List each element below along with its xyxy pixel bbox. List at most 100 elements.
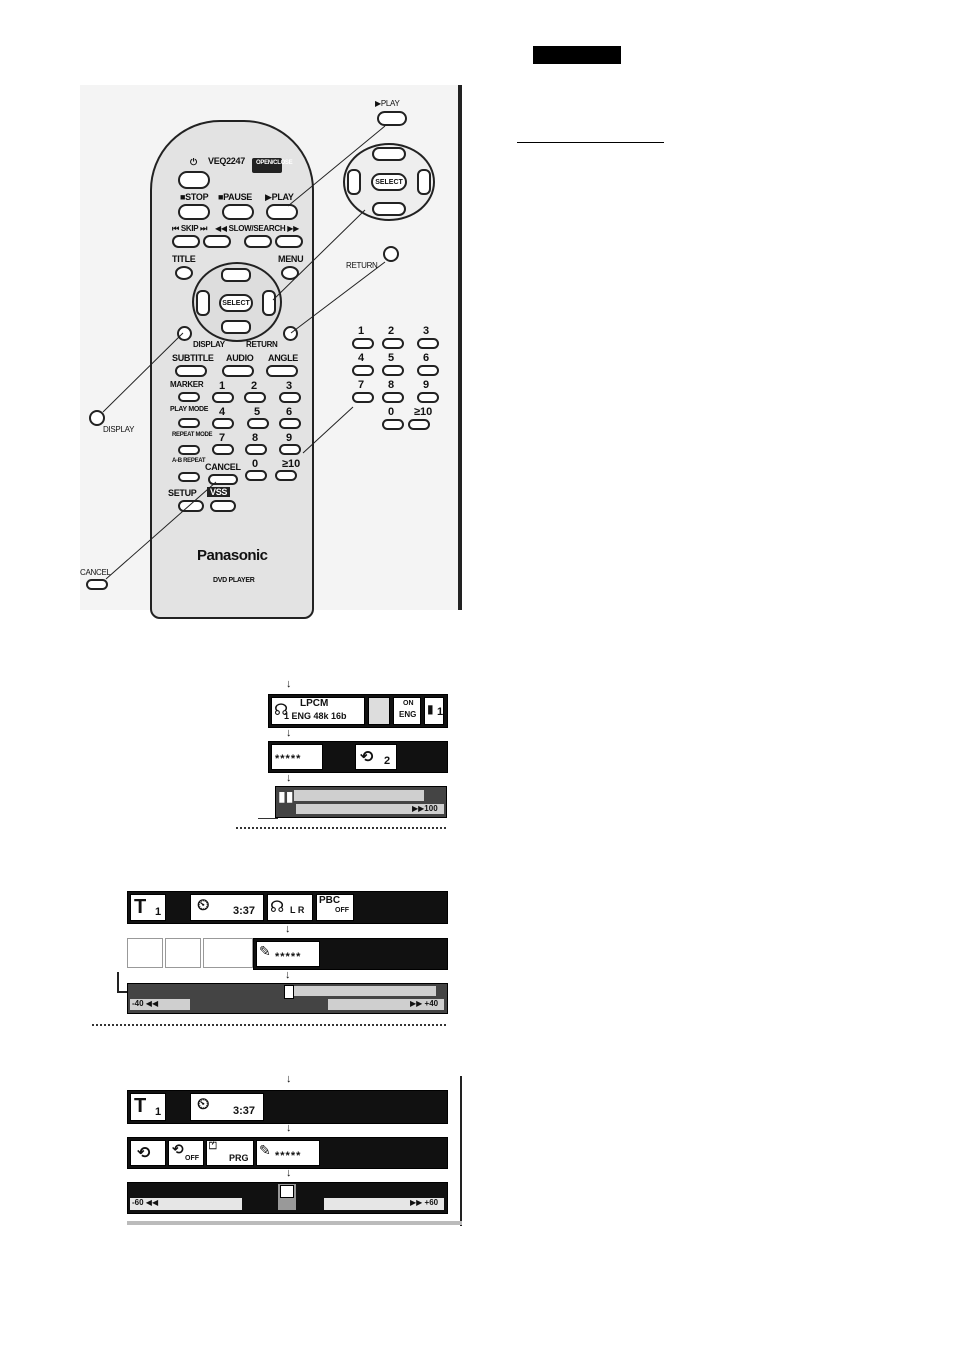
callout-key-10[interactable]	[382, 419, 404, 430]
pin-icon: ✎	[259, 1142, 271, 1158]
play-button[interactable]	[266, 204, 298, 220]
callout-display-button[interactable]	[89, 410, 105, 426]
osd1-stars-cell: *****	[271, 744, 323, 770]
remote-key-6[interactable]	[279, 418, 301, 429]
callout-dpad-right[interactable]	[417, 169, 431, 195]
osd3-stars: *****	[275, 1150, 302, 1162]
dpad-right-button[interactable]	[262, 290, 276, 316]
clock-icon: ⏲	[197, 897, 210, 914]
callout-key-1[interactable]	[352, 338, 374, 349]
osd1-angle-cell: ▮ 1	[424, 697, 444, 725]
model-label: VEQ2247	[208, 156, 245, 166]
remote-key-4[interactable]	[212, 418, 234, 429]
osd1-underline	[258, 818, 278, 819]
osd2-title-num: 1	[155, 906, 162, 918]
remote-key-8[interactable]	[245, 444, 267, 455]
osd1-angle-num: 1	[437, 706, 444, 718]
remote-key-2[interactable]	[244, 392, 266, 403]
callout-return-button[interactable]	[383, 246, 399, 262]
osd1-progress-top	[294, 790, 424, 801]
osd1-audio-detail: 1 ENG 48k 16b	[284, 711, 347, 721]
vss-button[interactable]	[210, 500, 236, 512]
callout-key-6[interactable]	[417, 365, 439, 376]
select-button[interactable]: SELECT	[219, 294, 253, 312]
callout-key-4[interactable]	[352, 365, 374, 376]
osd3-time: 3:37	[233, 1105, 256, 1117]
angle-button[interactable]	[266, 365, 298, 377]
search-forward-button[interactable]	[275, 235, 303, 248]
callout-key-8[interactable]	[382, 392, 404, 403]
callout-key-5[interactable]	[382, 365, 404, 376]
open-close-button[interactable]	[252, 158, 282, 173]
remote-key-10[interactable]	[245, 470, 267, 481]
osd1-row-2: ***** ⟲ 2	[268, 741, 448, 773]
pause-button[interactable]	[222, 204, 254, 220]
osd3-bottom-rule	[127, 1221, 462, 1225]
remote-key-9[interactable]	[279, 444, 301, 455]
ab-repeat-button[interactable]	[178, 472, 200, 482]
remote-key-3[interactable]	[279, 392, 301, 403]
callout-key-label: 7	[358, 379, 365, 391]
osd1-repeat-num: 2	[384, 755, 391, 767]
skip-forward-button[interactable]	[203, 235, 231, 248]
divider-2	[92, 1024, 446, 1026]
callout-key-label: ≥10	[414, 406, 433, 418]
callout-dpad-up[interactable]	[372, 147, 406, 161]
callout-key-11[interactable]	[408, 419, 430, 430]
title-button[interactable]	[175, 266, 193, 280]
cancel-button[interactable]	[208, 474, 238, 485]
osd1-subtitle-icon	[368, 697, 390, 725]
header-black-bar	[533, 46, 621, 64]
clock-icon: ⏲	[197, 1096, 210, 1113]
return-button[interactable]	[283, 326, 298, 341]
callout-key-2[interactable]	[382, 338, 404, 349]
dpad-up-button[interactable]	[221, 268, 251, 282]
callout-key-label: 4	[358, 352, 365, 364]
dpad-left-button[interactable]	[196, 290, 210, 316]
repeat-mode-button[interactable]	[178, 445, 200, 455]
callout-play-button[interactable]	[377, 111, 407, 126]
power-icon: ⏻	[190, 157, 197, 167]
osd3-progress-right	[324, 1198, 444, 1210]
callout-key-9[interactable]	[417, 392, 439, 403]
remote-key-1[interactable]	[212, 392, 234, 403]
display-button[interactable]	[177, 326, 192, 341]
osd3-title-cell: T 1	[130, 1093, 166, 1121]
remote-key-label: 2	[251, 380, 258, 392]
stop-button[interactable]	[178, 204, 210, 220]
callout-cancel-button[interactable]	[86, 579, 108, 590]
osd3-repeat-cell: ⟲ OFF	[168, 1140, 204, 1166]
callout-display-label: DISPLAY	[103, 425, 135, 434]
remote-key-label: 7	[219, 432, 226, 444]
osd2-row-3: -40 ◀◀ ▶▶ +40	[127, 983, 448, 1014]
subtitle-button[interactable]	[175, 365, 207, 377]
callout-key-7[interactable]	[352, 392, 374, 403]
remote-key-label: 6	[286, 406, 293, 418]
osd2-arrow-1: ↓	[285, 923, 291, 935]
remote-key-label: 9	[286, 432, 293, 444]
skip-back-button[interactable]	[172, 235, 200, 248]
osd3-arrow-3: ↓	[286, 1167, 292, 1179]
remote-key-7[interactable]	[212, 444, 234, 455]
play-mode-button[interactable]	[178, 418, 200, 428]
search-back-button[interactable]	[244, 235, 272, 248]
callout-key-label: 6	[423, 352, 430, 364]
remote-key-label: 3	[286, 380, 293, 392]
remote-key-5[interactable]	[247, 418, 269, 429]
setup-button[interactable]	[178, 500, 204, 512]
osd2-marker-cell: ✎ *****	[256, 941, 320, 967]
osd3-left-speed: -60 ◀◀	[132, 1198, 159, 1207]
callout-dpad-left[interactable]	[347, 169, 361, 195]
dpad-down-button[interactable]	[221, 320, 251, 334]
power-button[interactable]	[178, 171, 210, 189]
osd3-prg: PRG	[229, 1153, 249, 1163]
remote-key-11[interactable]	[275, 470, 297, 481]
osd3-program-cell: ⏍ PRG	[206, 1140, 254, 1166]
audio-button[interactable]	[222, 365, 254, 377]
callout-select-button[interactable]: SELECT	[371, 173, 407, 191]
callout-dpad-down[interactable]	[372, 202, 406, 216]
marker-button[interactable]	[178, 392, 200, 402]
osd2-empty-1	[127, 938, 163, 968]
menu-button[interactable]	[281, 266, 299, 280]
callout-key-3[interactable]	[417, 338, 439, 349]
